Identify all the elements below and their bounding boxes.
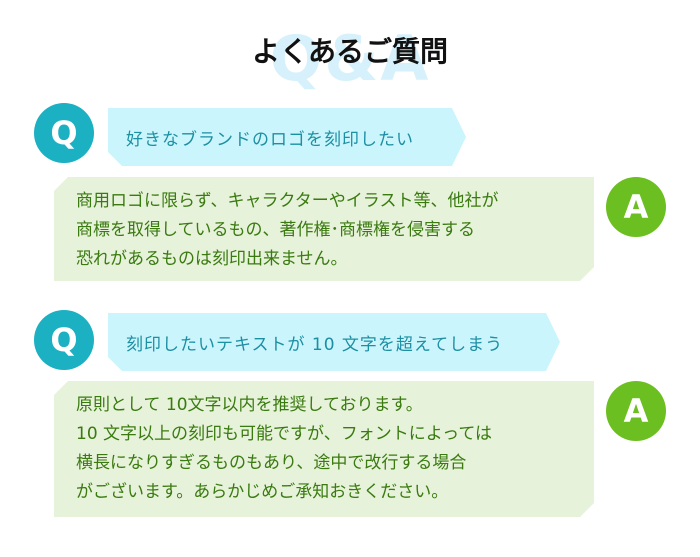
answer-line: 原則として 10文字以内を推奨しております。 [76, 395, 423, 415]
answer-line: 商用ロゴに限らず、キャラクターやイラスト等、他社が [76, 191, 499, 211]
question-text: 好きなブランドのロゴを刻印したい [126, 129, 414, 150]
answer-icon: A [606, 381, 666, 441]
qa-background-text: Q&A [269, 22, 431, 95]
question-bubble: 刻印したいテキストが 10 文字を超えてしまう [108, 313, 560, 371]
answer-line: がございます。あらかじめご承知おきください。 [76, 482, 449, 502]
answer-icon: A [606, 177, 666, 237]
answer-bubble: 原則として 10文字以内を推奨しております。 10 文字以上の刻印も可能ですが、… [54, 381, 594, 517]
answer-line: 10 文字以上の刻印も可能ですが、フォントによっては [76, 424, 492, 444]
question-bubble: 好きなブランドのロゴを刻印したい [108, 108, 466, 166]
question-icon: Q [34, 103, 94, 163]
answer-line: 商標を取得しているもの、著作権･商標権を侵害する [76, 220, 475, 240]
question-icon: Q [34, 310, 94, 370]
answer-line: 恐れがあるものは刻印出来ません。 [76, 249, 348, 269]
page-header: Q&A よくあるご質問 [0, 22, 700, 102]
answer-line: 横長になりすぎるものもあり、途中で改行する場合 [76, 453, 467, 473]
answer-bubble: 商用ロゴに限らず、キャラクターやイラスト等、他社が 商標を取得しているもの、著作… [54, 177, 594, 281]
page-title: よくあるご質問 [251, 35, 448, 68]
question-text: 刻印したいテキストが 10 文字を超えてしまう [126, 334, 504, 355]
